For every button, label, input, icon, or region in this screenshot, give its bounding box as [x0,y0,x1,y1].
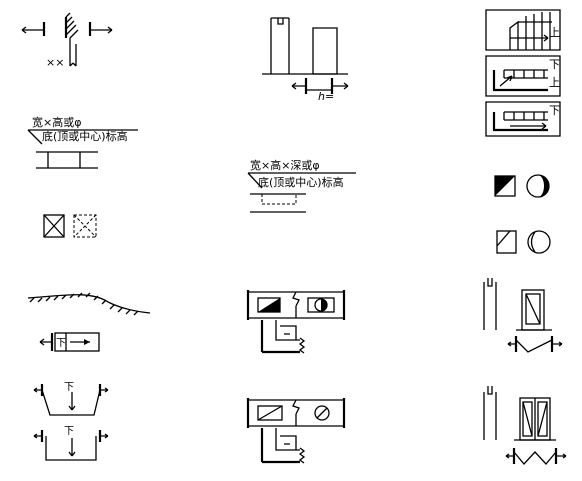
ramp-icon: 下 [39,332,100,352]
vent-crossbox-icon [43,214,97,238]
stair-down-label-2: 下 [549,104,560,117]
niche-size-label: 宽×高×深或φ [250,158,320,172]
stair-up-label-1: 上 [549,26,560,39]
pit-icon: 下 下 [33,382,109,461]
height-eq-label: h= [318,90,334,103]
ramp-down-label: 下 [56,338,66,349]
slope-ground-icon [27,292,151,316]
hole-elevation-label: 底(顶或中心)标高 [42,129,128,143]
wall-hole-icon: 宽×高或φ 底(顶或中心)标高 [27,115,138,169]
duct-opening-icon [246,290,346,354]
door-elevation-icon [483,278,563,353]
stair-up-label-2: 上 [549,76,560,89]
pit-down-label-1: 下 [64,382,74,393]
stair-down-label-1: 下 [549,58,560,71]
niche-elevation-label: 底(顶或中心)标高 [258,175,344,189]
stair-plan-icon: 上 下 上 下 [485,9,561,137]
hole-size-label: 宽×高或φ [32,115,81,129]
square-opening-icon [496,230,551,254]
elevator-shaft-icon: h= [262,17,349,103]
pit-down-label-2: 下 [64,426,74,437]
duct-opening-light-icon [246,398,346,464]
cross-mark-label: ×× [46,56,64,69]
window-elevation-icon [483,386,567,465]
wall-niche-icon: 宽×高×深或φ 底(顶或中心)标高 [247,158,356,213]
wall-opening-icon: ×× [21,12,113,69]
sun-circle-icon [494,174,550,198]
